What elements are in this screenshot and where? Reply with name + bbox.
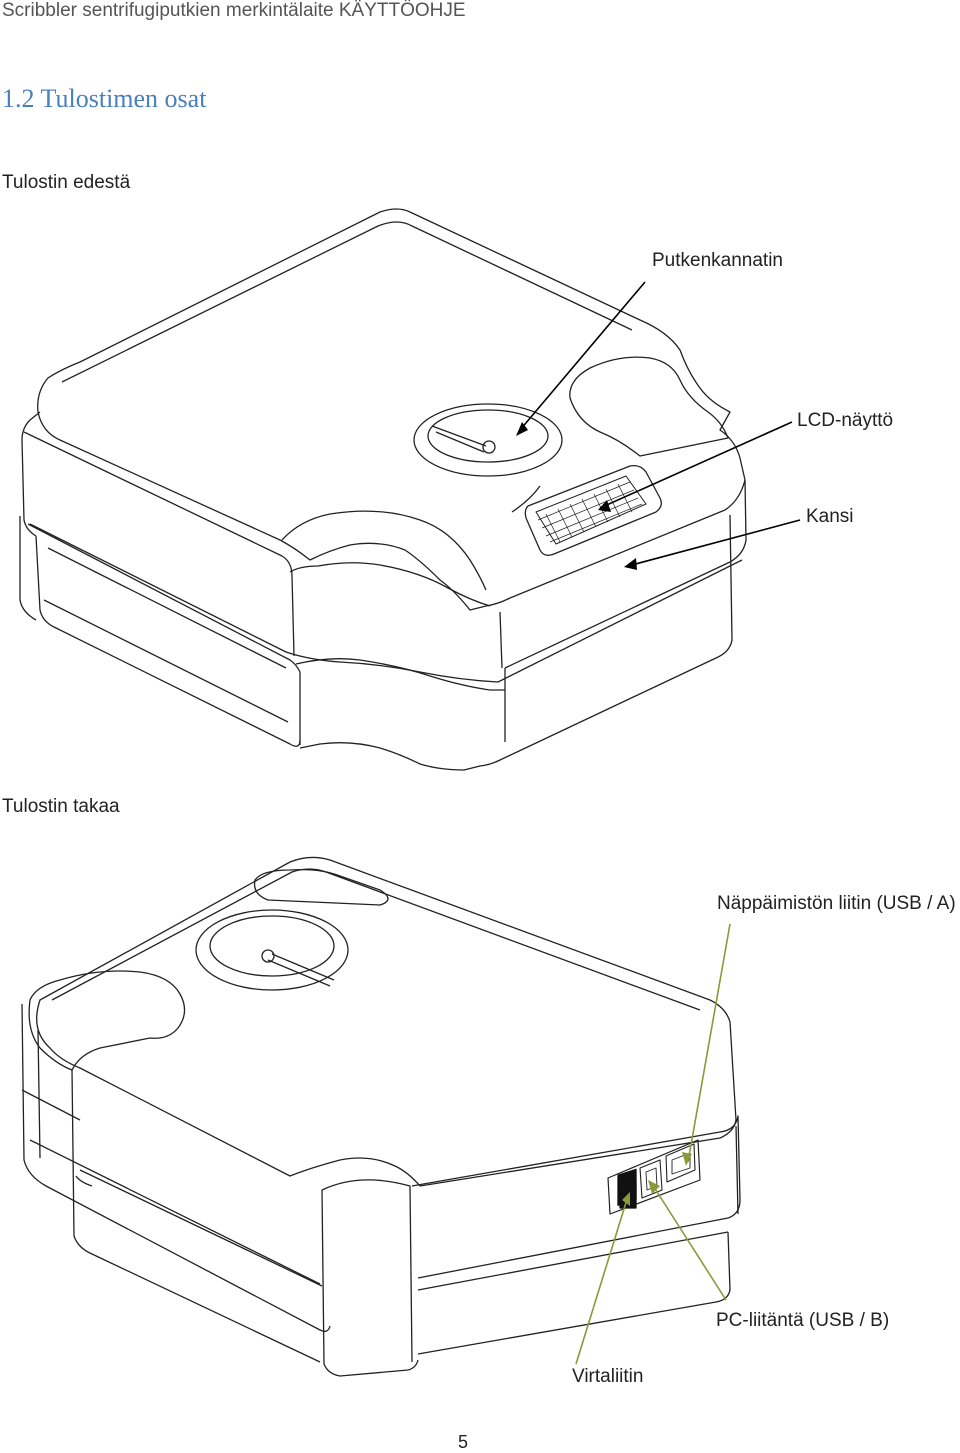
- callout-pc-port: PC-liitäntä (USB / B): [716, 1310, 890, 1331]
- front-view-caption: Tulostin edestä: [2, 172, 131, 193]
- page-number: 5: [458, 1432, 469, 1452]
- callout-keyboard-port: Näppäimistön liitin (USB / A): [717, 893, 956, 914]
- callout-lcd: LCD-näyttö: [797, 410, 894, 431]
- callout-tube-holder: Putkenkannatin: [652, 250, 783, 271]
- section-heading: 1.2 Tulostimen osat: [2, 84, 207, 113]
- page-header: Scribbler sentrifugiputkien merkintälait…: [2, 0, 466, 21]
- printer-back-illustration: [21, 856, 741, 1377]
- callout-power: Virtaliitin: [572, 1366, 644, 1387]
- printer-front-illustration: [19, 208, 801, 771]
- back-view-caption: Tulostin takaa: [2, 796, 120, 817]
- callout-lid: Kansi: [806, 506, 854, 527]
